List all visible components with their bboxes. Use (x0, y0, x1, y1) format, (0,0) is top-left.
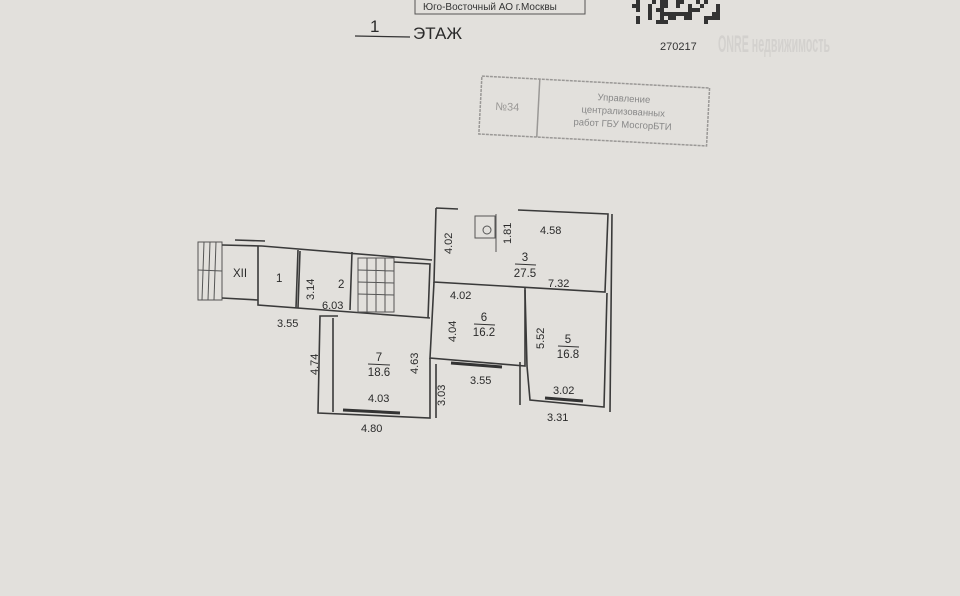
dimension: 6.03 (322, 300, 343, 312)
qr-module (648, 12, 652, 16)
qr-module (648, 16, 652, 20)
dimension: 1.81 (502, 223, 514, 244)
qr-module (704, 0, 708, 4)
dimension: 5.52 (535, 328, 547, 349)
qr-module (636, 16, 640, 20)
qr-module (660, 0, 664, 4)
qr-module (684, 12, 688, 16)
room-area: 27.5 (514, 268, 536, 280)
qr-module (664, 12, 668, 16)
stamp-line: централизованных (581, 104, 665, 119)
room-label: 1 (276, 273, 282, 285)
qr-module (664, 20, 668, 24)
dimension: 4.04 (447, 321, 459, 342)
floor-label: ЭТАЖ (413, 24, 462, 43)
qr-module (688, 12, 692, 16)
internal-stairs (357, 257, 395, 313)
qr-code (632, 0, 720, 24)
qr-module (716, 8, 720, 12)
dimension: 7.32 (548, 278, 569, 290)
dimension: 4.63 (409, 353, 421, 374)
dimension: 3.31 (547, 412, 568, 424)
room-number: 5 (565, 334, 571, 346)
toilet-icon (474, 215, 496, 239)
qr-module (712, 12, 716, 16)
dimension: 3.55 (470, 375, 491, 387)
qr-module (700, 4, 704, 8)
room-label: 2 (338, 279, 344, 291)
room-area: 16.2 (473, 327, 495, 339)
qr-module (716, 16, 720, 20)
qr-module (688, 8, 692, 12)
qr-module (704, 16, 708, 20)
qr-module (668, 12, 672, 16)
floor-number: 1 (370, 17, 379, 36)
qr-module (676, 0, 680, 4)
dimension: 3.03 (436, 385, 448, 406)
qr-module (664, 0, 668, 4)
qr-module (636, 8, 640, 12)
qr-module (696, 0, 700, 4)
qr-module (660, 20, 664, 24)
qr-module (688, 4, 692, 8)
qr-module (636, 20, 640, 24)
dimension: 3.55 (277, 318, 298, 330)
qr-module (632, 4, 636, 8)
dimension: 4.03 (368, 393, 389, 405)
qr-module (676, 12, 680, 16)
stamp-number: №34 (495, 101, 520, 114)
qr-module (660, 4, 664, 8)
qr-module (712, 16, 716, 20)
qr-module (668, 16, 672, 20)
qr-module (636, 4, 640, 8)
entrance-stairs (197, 241, 223, 301)
qr-module (688, 16, 692, 20)
qr-module (716, 4, 720, 8)
qr-module (652, 0, 656, 4)
dimension: 3.02 (553, 385, 574, 397)
qr-module (676, 4, 680, 8)
dimension: 4.80 (361, 423, 382, 435)
stamp-line: работ ГБУ МосгорБТИ (573, 117, 672, 133)
qr-module (664, 4, 668, 8)
qr-module (648, 4, 652, 8)
qr-module (648, 8, 652, 12)
qr-module (672, 16, 676, 20)
dimension: 3.14 (305, 279, 317, 300)
qr-module (692, 8, 696, 12)
qr-module (656, 20, 660, 24)
qr-module (636, 0, 640, 4)
dimension: 4.74 (309, 354, 321, 375)
qr-module (680, 12, 684, 16)
header-stamp: Юго-Восточный АО г.Москвы (414, 0, 586, 15)
qr-module (660, 16, 664, 20)
dimension: 4.02 (443, 233, 455, 254)
room-number: 3 (522, 252, 528, 264)
room-label: XII (233, 268, 247, 280)
stamp-line: Управление (597, 92, 650, 106)
qr-module (672, 12, 676, 16)
qr-module (684, 16, 688, 20)
header-stamp-text: Юго-Восточный АО г.Москвы (423, 2, 557, 13)
dimension: 4.02 (450, 290, 471, 302)
floor-plan: XII 1 2 3 27.5 5 16.8 6 16.2 7 18.6 3.14… (197, 207, 613, 435)
qr-module (704, 20, 708, 24)
qr-module (660, 8, 664, 12)
qr-module (708, 16, 712, 20)
watermark: ONRE недвижимость (718, 31, 830, 58)
room-area: 16.8 (557, 349, 579, 361)
qr-module (656, 8, 660, 12)
qr-module (716, 12, 720, 16)
room-number: 6 (481, 312, 487, 324)
dimension: 4.58 (540, 225, 561, 237)
qr-module (660, 12, 664, 16)
qr-module (680, 0, 684, 4)
qr-module (696, 8, 700, 12)
room-area: 18.6 (368, 367, 390, 379)
room-number: 7 (376, 352, 382, 364)
bti-stamp: №34 Управление централизованных работ ГБ… (478, 75, 711, 147)
document-code: 270217 (660, 41, 697, 53)
